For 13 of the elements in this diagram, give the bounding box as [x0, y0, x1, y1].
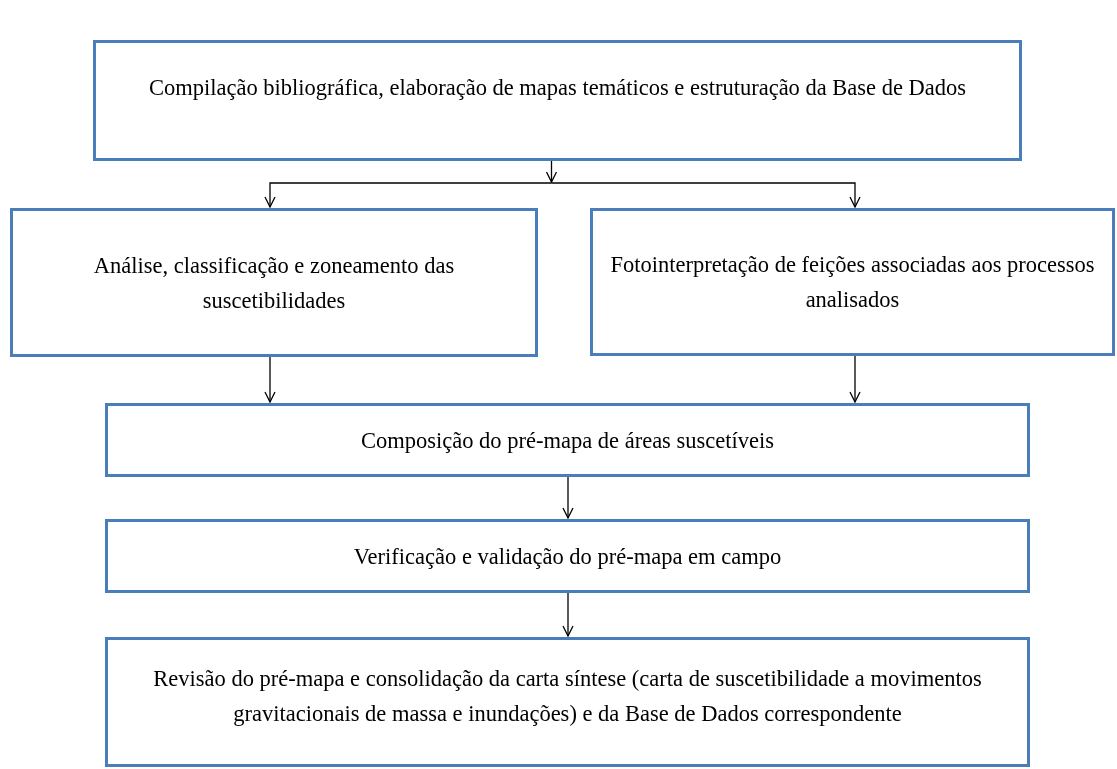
arrow	[545, 160, 558, 183]
box-text: Compilação bibliográfica, elaboração de mapas temáticos e estruturação da Base de Dados	[148, 74, 967, 102]
process-box	[590, 208, 1115, 356]
box-text: Revisão do pré-mapa e consolidação da carta síntese (carta de suscetibilidade a movimentos gravitacionais de massa e inundações) e da Base de Dados correspondente	[152, 665, 983, 728]
process-box	[105, 637, 1030, 767]
box-text: Composição do pré-mapa de áreas suscetíveis	[361, 426, 774, 455]
process-box	[105, 403, 1030, 477]
process-box	[10, 208, 538, 357]
process-box	[93, 40, 1022, 161]
box-text: Fotointerpretação de feições associadas aos processos analisados	[610, 251, 1095, 314]
box-text: Análise, classificação e zoneamento das suscetibilidades	[92, 251, 456, 315]
box-text: Verificação e validação do pré-mapa em campo	[353, 542, 782, 571]
process-box	[105, 519, 1030, 593]
